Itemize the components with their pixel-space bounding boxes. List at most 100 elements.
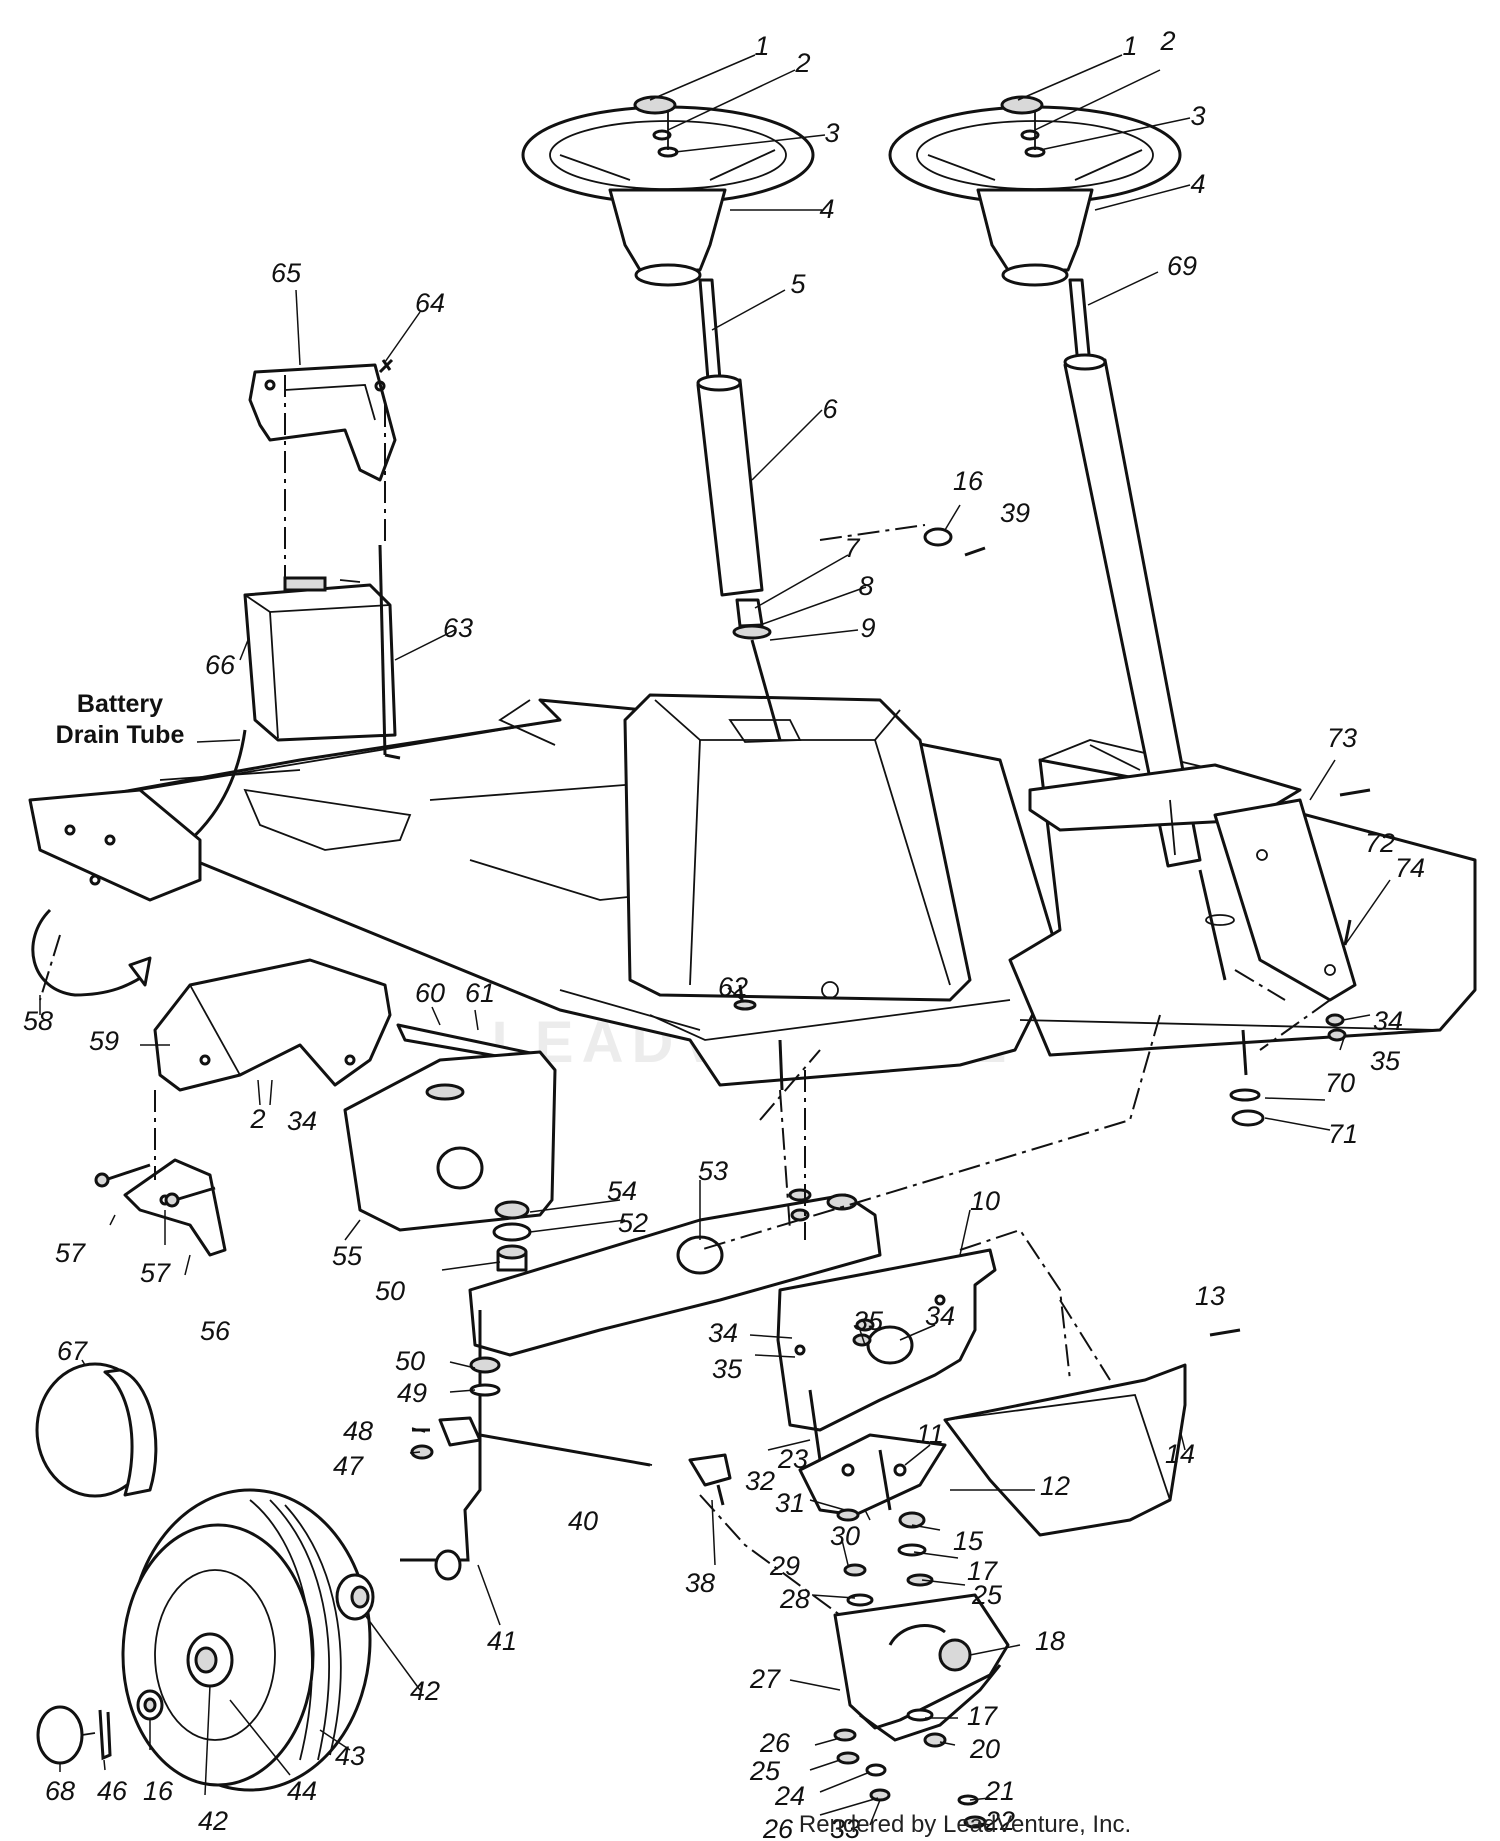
part-number-label: 73 bbox=[1327, 723, 1357, 753]
part-number-label: 21 bbox=[984, 1776, 1015, 1806]
part-number-label: 17 bbox=[967, 1701, 998, 1731]
part-number-label: 50 bbox=[375, 1276, 405, 1306]
part-number-label: 20 bbox=[969, 1734, 1000, 1764]
battery-holder-65 bbox=[248, 358, 397, 482]
hairpin-46 bbox=[98, 1709, 112, 1761]
part-number-label: 72 bbox=[1365, 828, 1395, 858]
part-number-label: 69 bbox=[1167, 251, 1197, 281]
part-number-label: 3 bbox=[1190, 101, 1205, 131]
part-number-label: 46 bbox=[97, 1776, 128, 1806]
part-number-label: 74 bbox=[1395, 853, 1425, 883]
part-number-label: 43 bbox=[335, 1741, 365, 1771]
part-number-label: 49 bbox=[397, 1378, 427, 1408]
part-number-label: 26 bbox=[762, 1814, 794, 1841]
part-number-label: 71 bbox=[1328, 1119, 1358, 1149]
part-number-label: 57 bbox=[140, 1258, 171, 1288]
part-number-label: 10 bbox=[970, 1186, 1000, 1216]
callout-drain-tube: Drain Tube bbox=[56, 721, 185, 749]
part-number-label: 6 bbox=[822, 394, 838, 424]
shield-59 bbox=[153, 958, 392, 1092]
part-number-label: 63 bbox=[443, 613, 473, 643]
part-number-label: 61 bbox=[465, 978, 495, 1008]
steering-bracket-10 bbox=[776, 1248, 997, 1432]
front-wheel-43 bbox=[121, 1488, 372, 1792]
part-number-label: 2 bbox=[794, 48, 810, 78]
plate-12 bbox=[798, 1433, 947, 1517]
battery-drain-tube-callout: Battery Drain Tube bbox=[56, 690, 185, 749]
pinion-gear-18 bbox=[938, 1638, 972, 1672]
part-number-label: 14 bbox=[1165, 1439, 1195, 1469]
part-number-label: 34 bbox=[708, 1318, 738, 1348]
washer-16b bbox=[136, 1689, 164, 1721]
ground-cable-58 bbox=[31, 908, 152, 997]
part-number-label: 17 bbox=[967, 1556, 998, 1586]
part-number-label: 16 bbox=[143, 1776, 174, 1806]
part-number-label: 9 bbox=[860, 613, 875, 643]
part-number-label: 59 bbox=[89, 1026, 119, 1056]
part-number-label: 13 bbox=[1195, 1281, 1225, 1311]
part-number-label: 39 bbox=[1000, 498, 1030, 528]
part-number-label: 50 bbox=[395, 1346, 425, 1376]
steering-console bbox=[623, 693, 972, 1002]
part-number-label: 44 bbox=[287, 1776, 317, 1806]
washer-16-pin-39 bbox=[923, 527, 986, 557]
part-number-label: 31 bbox=[775, 1488, 805, 1518]
part-number-label: 3 bbox=[824, 118, 839, 148]
part-number-label: 30 bbox=[830, 1521, 860, 1551]
part-number-label: 26 bbox=[759, 1728, 791, 1758]
bolts-57 bbox=[94, 1163, 216, 1208]
part-number-label: 25 bbox=[971, 1580, 1003, 1610]
part-number-label: 42 bbox=[410, 1676, 440, 1706]
part-number-label: 23 bbox=[777, 1444, 808, 1474]
steering-wheel-left bbox=[521, 95, 815, 287]
part-number-label: 58 bbox=[23, 1006, 53, 1036]
steering-wheel-right bbox=[888, 95, 1182, 287]
bushings-50-52-54 bbox=[492, 1200, 532, 1272]
alignment-lines bbox=[39, 375, 1331, 1616]
bracket-72 bbox=[1213, 798, 1357, 1002]
part-number-label: 48 bbox=[343, 1416, 373, 1446]
bracket-56 bbox=[123, 1158, 227, 1257]
part-number-label: 1 bbox=[754, 31, 769, 61]
part-number-label: 68 bbox=[45, 1776, 75, 1806]
part-number-label: 41 bbox=[487, 1626, 517, 1656]
part-number-label: 55 bbox=[332, 1241, 363, 1271]
part-number-label: 70 bbox=[1325, 1068, 1355, 1098]
part-number-label: 42 bbox=[198, 1806, 228, 1836]
part-number-label: 29 bbox=[769, 1551, 800, 1581]
part-number-label: 34 bbox=[287, 1106, 317, 1136]
steering-sector-27 bbox=[833, 1593, 1010, 1742]
part-number-label: 12 bbox=[1040, 1471, 1070, 1501]
part-number-label: 64 bbox=[415, 288, 445, 318]
part-number-label: 4 bbox=[1190, 169, 1205, 199]
spindle-41 bbox=[400, 1310, 501, 1581]
part-number-label: 40 bbox=[568, 1506, 598, 1536]
part-number-label: 66 bbox=[205, 650, 236, 680]
part-number-label: 34 bbox=[1373, 1006, 1403, 1036]
part-number-label: 27 bbox=[749, 1664, 781, 1694]
part-number-label: 28 bbox=[779, 1584, 810, 1614]
part-number-label: 22 bbox=[984, 1806, 1015, 1836]
part-number-label: 53 bbox=[698, 1156, 728, 1186]
front-bumper-bracket bbox=[28, 788, 202, 902]
footer-credit: Rendered by LeadVenture, Inc. bbox=[799, 1811, 1131, 1838]
battery-66 bbox=[243, 576, 397, 742]
part-number-label: 5 bbox=[790, 269, 806, 299]
part-number-label: 35 bbox=[712, 1354, 743, 1384]
part-number-label: 62 bbox=[718, 972, 748, 1002]
leader-lines bbox=[39, 54, 1391, 1826]
part-number-label: 38 bbox=[685, 1568, 715, 1598]
part-number-label: 67 bbox=[57, 1336, 88, 1366]
callout-battery: Battery bbox=[77, 690, 163, 718]
part-number-label: 35 bbox=[1370, 1046, 1401, 1076]
bushing-42 bbox=[335, 1573, 375, 1621]
part-number-label: 33 bbox=[830, 1814, 860, 1841]
drag-link-40 bbox=[479, 1433, 732, 1506]
part-number-label: 47 bbox=[333, 1451, 364, 1481]
part-number-label: 2 bbox=[249, 1104, 265, 1134]
part-number-label: 1 bbox=[1122, 31, 1137, 61]
shield-55 bbox=[343, 1050, 557, 1232]
part-number-label: 16 bbox=[953, 466, 984, 496]
